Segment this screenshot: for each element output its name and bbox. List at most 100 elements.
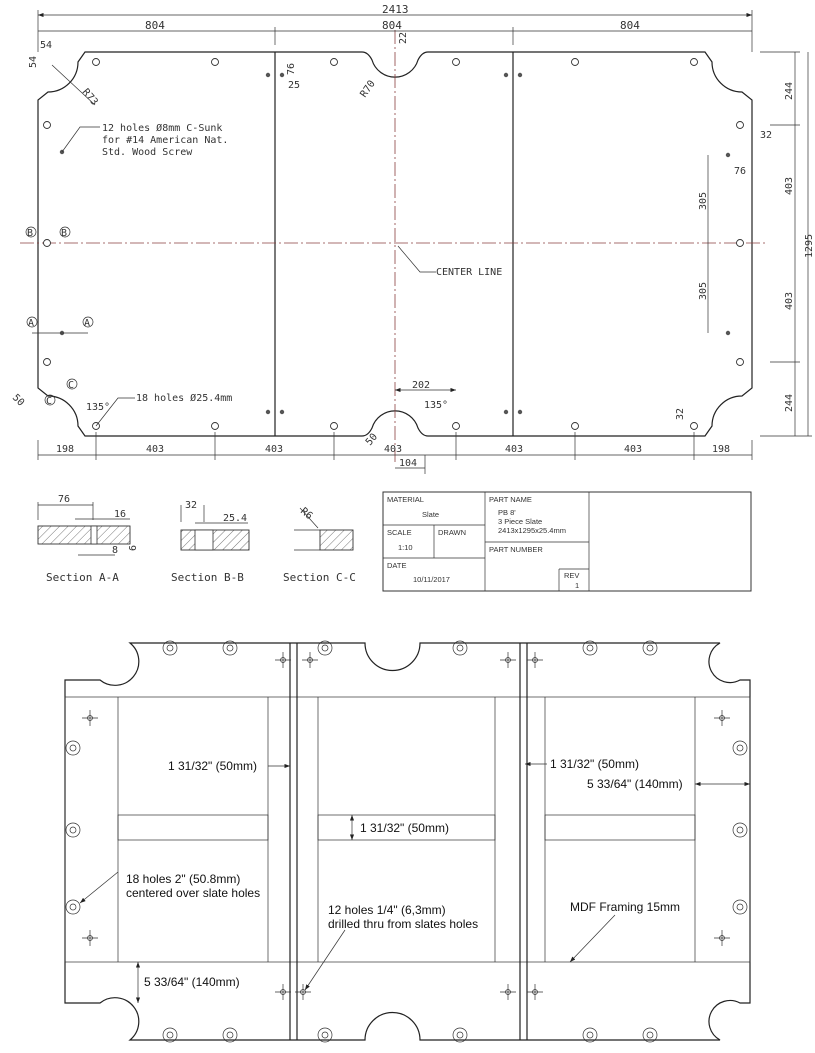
dim-corner-chamfer: 50: [10, 392, 26, 408]
scale-label: SCALE: [387, 528, 412, 537]
frame-hole: [166, 644, 174, 652]
frame-hole: [642, 640, 658, 656]
dim-right-top: 244: [784, 82, 795, 100]
screw-hole-crosshair: [714, 930, 730, 946]
cross-bar-label: 1 31/32" (50mm): [360, 821, 449, 835]
dim-side-depth: 22: [398, 32, 409, 44]
dim-corner-angle: 135°: [86, 402, 110, 413]
large-hole-note: 18 holes Ø25.4mm: [136, 392, 232, 404]
rev-label: REV: [564, 571, 579, 580]
screw-hole-crosshair: [500, 984, 516, 1000]
frame-hole: [321, 1031, 329, 1039]
dim-right-upper: 403: [784, 177, 795, 195]
frame-hole: [646, 1031, 654, 1039]
part-name-line1: PB 8': [498, 508, 516, 517]
frame-hole: [222, 640, 238, 656]
dim-corner-radius: R73: [80, 87, 100, 108]
frame-plan: 1 31/32" (50mm) 1 31/32" (50mm) 1 31/32"…: [64, 640, 751, 1043]
frame-hole: [452, 1027, 468, 1043]
slate-outline: [37, 51, 753, 437]
frame-hole: [321, 644, 329, 652]
dim-a-16: 16: [114, 509, 126, 520]
dim-seam-offset-x: 25: [288, 80, 300, 91]
section-b-label: Section B-B: [171, 571, 244, 584]
framing-members: [117, 643, 696, 1040]
screw-note-line1: 12 holes Ø8mm C-Sunk: [102, 122, 222, 134]
screw-hole: [505, 657, 511, 663]
dim-bottom-4: 403: [384, 444, 402, 455]
screw-note-line2: for #14 American Nat.: [102, 135, 228, 146]
section-c-label: Section C-C: [283, 571, 356, 584]
frame-hole: [69, 744, 77, 752]
dim-third-1: 804: [145, 19, 165, 32]
material-label: MATERIAL: [387, 495, 424, 504]
frame-hole: [162, 640, 178, 656]
screw-hole-crosshair: [527, 984, 543, 1000]
screw-hole-crosshair: [500, 652, 516, 668]
frame-hole: [166, 1031, 174, 1039]
dim-305-lower: 305: [698, 282, 709, 300]
dim-right-overall: 1295: [804, 234, 815, 258]
screw-hole: [719, 935, 725, 941]
dim-b-25: 25.4: [223, 513, 247, 524]
part-name-label: PART NAME: [489, 495, 532, 504]
screw-hole: [719, 715, 725, 721]
frame-hole: [582, 640, 598, 656]
title-block: MATERIAL Slate SCALE 1:10 DRAWN DATE 10/…: [382, 491, 752, 592]
side-rail-label: 5 33/64" (140mm): [587, 777, 683, 791]
dim-right-hole-offset: 32: [760, 130, 772, 141]
frame-hole: [732, 740, 748, 756]
frame-hole: [736, 903, 744, 911]
frame-hole: [736, 744, 744, 752]
frame-hole: [69, 903, 77, 911]
screw-hole: [532, 657, 538, 663]
date-value: 10/11/2017: [413, 575, 450, 584]
section-c-c: R6 Section C-C: [283, 506, 356, 584]
dim-seam-offset-y: 76: [286, 63, 297, 75]
frame-hole: [456, 644, 464, 652]
dim-bottom-5: 403: [505, 444, 523, 455]
frame-hole: [162, 1027, 178, 1043]
dim-a-76: 76: [58, 494, 70, 505]
frame-hole: [226, 1031, 234, 1039]
framing-note: MDF Framing 15mm: [570, 900, 680, 914]
dim-right-lower: 403: [784, 292, 795, 310]
frame-hole: [65, 740, 81, 756]
dim-corner-x: 54: [40, 40, 52, 51]
frame-hole: [646, 644, 654, 652]
dim-third-3: 804: [620, 19, 640, 32]
dim-bottom-1: 198: [56, 444, 74, 455]
frame-hole: [222, 1027, 238, 1043]
section-mark-a: A: [84, 318, 90, 329]
drawn-label: DRAWN: [438, 528, 466, 537]
slate-plan: 2413 804 804 804 54 54 R73 R70 22 76 25: [10, 3, 815, 474]
dim-side-angle: 135°: [424, 400, 448, 411]
frame-hole: [732, 899, 748, 915]
screw-hole: [87, 715, 93, 721]
dim-right-bottom: 244: [784, 394, 795, 412]
dim-305-upper: 305: [698, 192, 709, 210]
section-mark-c: C: [68, 380, 74, 391]
frame-holes: [65, 640, 748, 1043]
dim-side-chamfer: 50: [364, 432, 380, 448]
frame-hole: [69, 826, 77, 834]
slate-holes: [43, 58, 744, 430]
frame-hole: [732, 822, 748, 838]
frame-hole: [582, 1027, 598, 1043]
section-mark-a: A: [28, 318, 34, 329]
frame-hole: [317, 640, 333, 656]
dim-bottom-right-offset: 32: [675, 408, 686, 420]
frame-hole: [226, 644, 234, 652]
screw-hole-crosshair: [527, 652, 543, 668]
section-marks: B B A A C C: [25, 226, 94, 407]
section-a-a: 76 16 8 6 Section A-A: [37, 494, 139, 584]
scale-value: 1:10: [398, 543, 413, 552]
screw-hole-crosshair: [82, 930, 98, 946]
dim-side-radius: R70: [358, 79, 377, 100]
dim-side-pocket-width: 202: [412, 380, 430, 391]
dim-third-2: 804: [382, 19, 402, 32]
gap-left-label: 1 31/32" (50mm): [168, 759, 257, 773]
dim-bottom-6: 403: [624, 444, 642, 455]
dim-bottom-7: 198: [712, 444, 730, 455]
screw-hole-crosshair: [302, 652, 318, 668]
